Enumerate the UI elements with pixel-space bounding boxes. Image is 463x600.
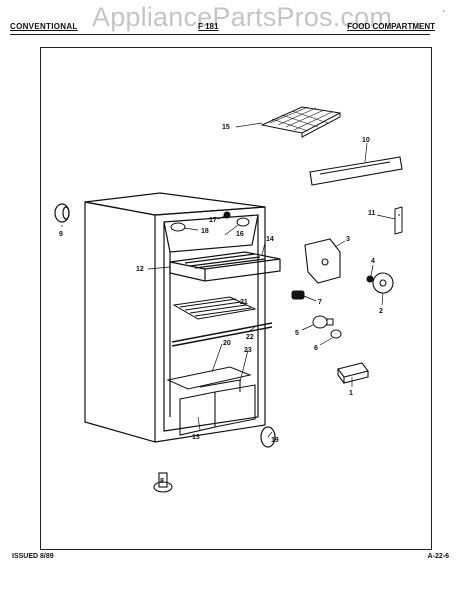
callout-5: 5	[295, 330, 299, 337]
control-housing	[304, 238, 341, 284]
issued-date: ISSUED 8/89	[12, 553, 54, 560]
callout-14: 14	[266, 236, 274, 243]
callout-7: 7	[318, 299, 322, 306]
callout-6: 6	[314, 345, 318, 352]
wire-shelf	[172, 296, 257, 320]
shelf-trim	[171, 322, 273, 347]
header-title-mid: F 181	[198, 22, 219, 31]
header-title-left: CONVENTIONAL	[10, 22, 78, 31]
refrigerator-cabinet	[84, 192, 266, 443]
callout-15: 15	[222, 124, 230, 131]
callout-8: 8	[160, 478, 164, 485]
meat-keeper-drawer	[169, 251, 281, 282]
ice-tray	[260, 106, 342, 138]
callout-17: 17	[209, 217, 217, 224]
callout-22: 22	[246, 334, 254, 341]
callout-12: 12	[136, 266, 144, 273]
callout-numbers: 15 10 11 3 4 2 7 5 6 1 9 12 14 17 18 16 …	[59, 124, 383, 485]
callout-10: 10	[362, 137, 370, 144]
callout-1: 1	[349, 390, 353, 397]
page-header: AppliancePartsPros.com CONVENTIONAL F 18…	[0, 0, 463, 40]
roller	[260, 426, 276, 448]
callout-16: 16	[236, 231, 244, 238]
callout-18: 18	[201, 228, 209, 235]
leader-lines	[61, 122, 396, 438]
callout-20: 20	[223, 340, 231, 347]
header-rule	[10, 34, 430, 35]
callout-11: 11	[368, 210, 376, 217]
page-code: A-22-6	[427, 553, 449, 560]
callout-9: 9	[59, 231, 63, 238]
cursor-mark: ⸳	[442, 5, 445, 16]
diagram-frame	[40, 47, 432, 550]
exploded-parts-diagram: 15 10 11 3 4 2 7 5 6 1 9 12 14 17 18 16 …	[54, 106, 403, 493]
light-switch	[291, 290, 305, 300]
watermark: AppliancePartsPros.com	[92, 2, 393, 32]
handle-knob	[54, 203, 70, 223]
callout-21: 21	[240, 299, 248, 306]
light-socket-housing	[337, 362, 369, 384]
callout-19: 19	[271, 437, 279, 444]
freezer-panel	[309, 156, 403, 186]
crisper-cover	[166, 366, 252, 390]
header-title-right: FOOD COMPARTMENT	[347, 22, 435, 31]
callout-4: 4	[371, 258, 375, 265]
control-knob	[366, 272, 394, 294]
light-bulb	[312, 315, 342, 339]
callout-2: 2	[379, 308, 383, 315]
crisper-drawers	[179, 379, 256, 436]
callout-13: 13	[192, 434, 200, 441]
callout-3: 3	[346, 236, 350, 243]
leveling-leg	[153, 472, 173, 493]
callout-23: 23	[244, 347, 252, 354]
bracket	[394, 206, 403, 235]
